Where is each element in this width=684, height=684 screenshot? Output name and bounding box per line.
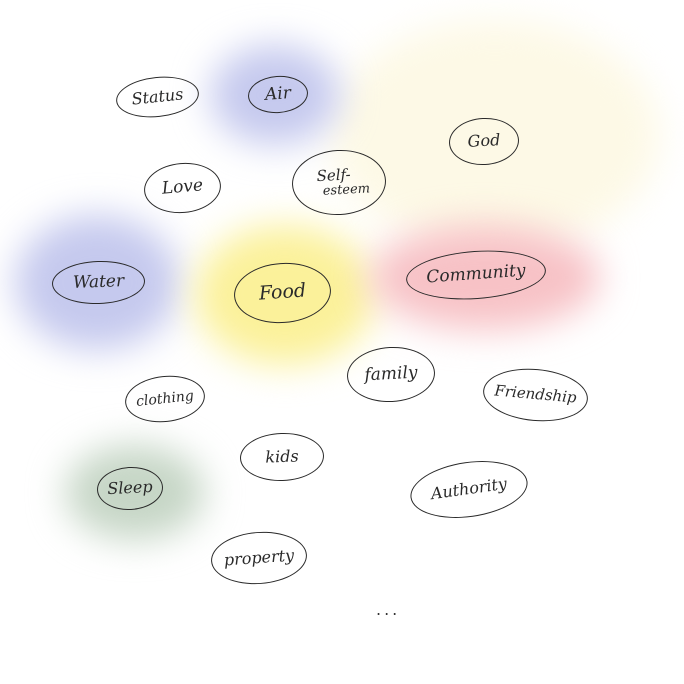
node-clothing-label: clothing — [135, 387, 195, 410]
node-clothing: clothing — [122, 371, 208, 427]
cream-highlight — [330, 20, 660, 250]
node-authority-label: Authority — [429, 473, 509, 504]
node-air-label: Air — [264, 82, 292, 105]
node-friendship-label: Friendship — [493, 381, 578, 407]
node-community-label: Community — [425, 260, 527, 288]
node-love: Love — [141, 159, 224, 217]
green-highlight-sleep — [65, 445, 205, 540]
node-kids: kids — [239, 431, 325, 483]
node-authority: Authority — [406, 454, 532, 525]
node-family-label: family — [363, 362, 418, 385]
node-water-label: Water — [72, 270, 125, 293]
node-self-esteem-line2: esteem — [322, 180, 371, 199]
node-property: property — [209, 528, 309, 588]
node-sleep-label: Sleep — [106, 476, 154, 499]
blue-highlight-air — [210, 45, 340, 145]
yellow-highlight-food — [195, 225, 375, 365]
node-kids-label: kids — [265, 446, 299, 467]
node-god-label: God — [467, 130, 501, 151]
red-highlight-community — [370, 225, 600, 330]
node-love-label: Love — [161, 175, 204, 199]
node-status-label: Status — [130, 83, 185, 109]
node-status: Status — [114, 72, 201, 122]
node-food-label: Food — [258, 279, 307, 305]
node-family: family — [345, 344, 437, 405]
node-friendship: Friendship — [480, 364, 591, 426]
node-property-label: property — [223, 545, 295, 570]
ellipsis-mark: ... — [376, 600, 401, 619]
blue-highlight-water — [15, 215, 180, 350]
